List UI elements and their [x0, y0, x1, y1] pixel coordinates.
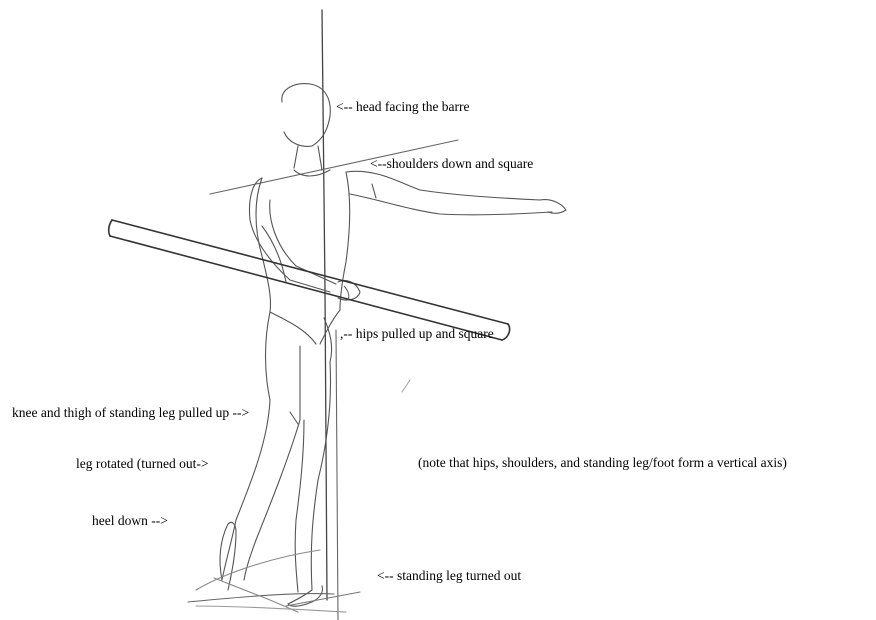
left-leg-outer [222, 312, 270, 580]
neck-line-left [294, 146, 298, 168]
stray-pencil-mark [402, 380, 410, 392]
torso-right-side [340, 172, 350, 310]
barre-end-cap [502, 324, 510, 340]
floor-line-back [196, 550, 320, 590]
label-shoulders: <--shoulders down and square [370, 156, 533, 172]
barre-top-edge [112, 220, 508, 324]
barre-left-end [109, 220, 112, 236]
left-knee-mark [290, 412, 298, 424]
leotard-leg-line-left [270, 312, 316, 344]
neckline [294, 170, 330, 176]
back-seam-line [262, 226, 286, 282]
elbow-mark [372, 184, 376, 198]
label-heel-down: heel down --> [92, 513, 168, 529]
label-knee-thigh: knee and thigh of standing leg pulled up… [12, 405, 249, 421]
left-leg-inner [244, 346, 300, 580]
left-arm-inner [270, 200, 336, 284]
label-head: <-- head facing the barre [336, 99, 470, 115]
right-leg-inner [295, 420, 304, 592]
neck-line-right [318, 146, 322, 170]
note-vertical-axis: (note that hips, shoulders, and standing… [418, 455, 787, 471]
barre [109, 220, 510, 340]
torso-left-side [256, 178, 271, 312]
barre-bottom-edge [110, 236, 502, 340]
vertical-axis-line [322, 10, 327, 600]
right-foot [288, 586, 323, 606]
right-leg-outer [311, 362, 330, 590]
floor-line-long [196, 606, 346, 612]
vertical-axis-line-secondary [336, 330, 338, 620]
label-leg-rotated: leg rotated (turned out-> [76, 456, 208, 472]
right-hand [540, 200, 566, 214]
label-hips: ,-- hips pulled up and square [340, 326, 494, 342]
leotard-leg-line-right [320, 310, 340, 344]
right-arm-lower [350, 194, 552, 215]
label-standing-leg: <-- standing leg turned out [377, 568, 521, 584]
